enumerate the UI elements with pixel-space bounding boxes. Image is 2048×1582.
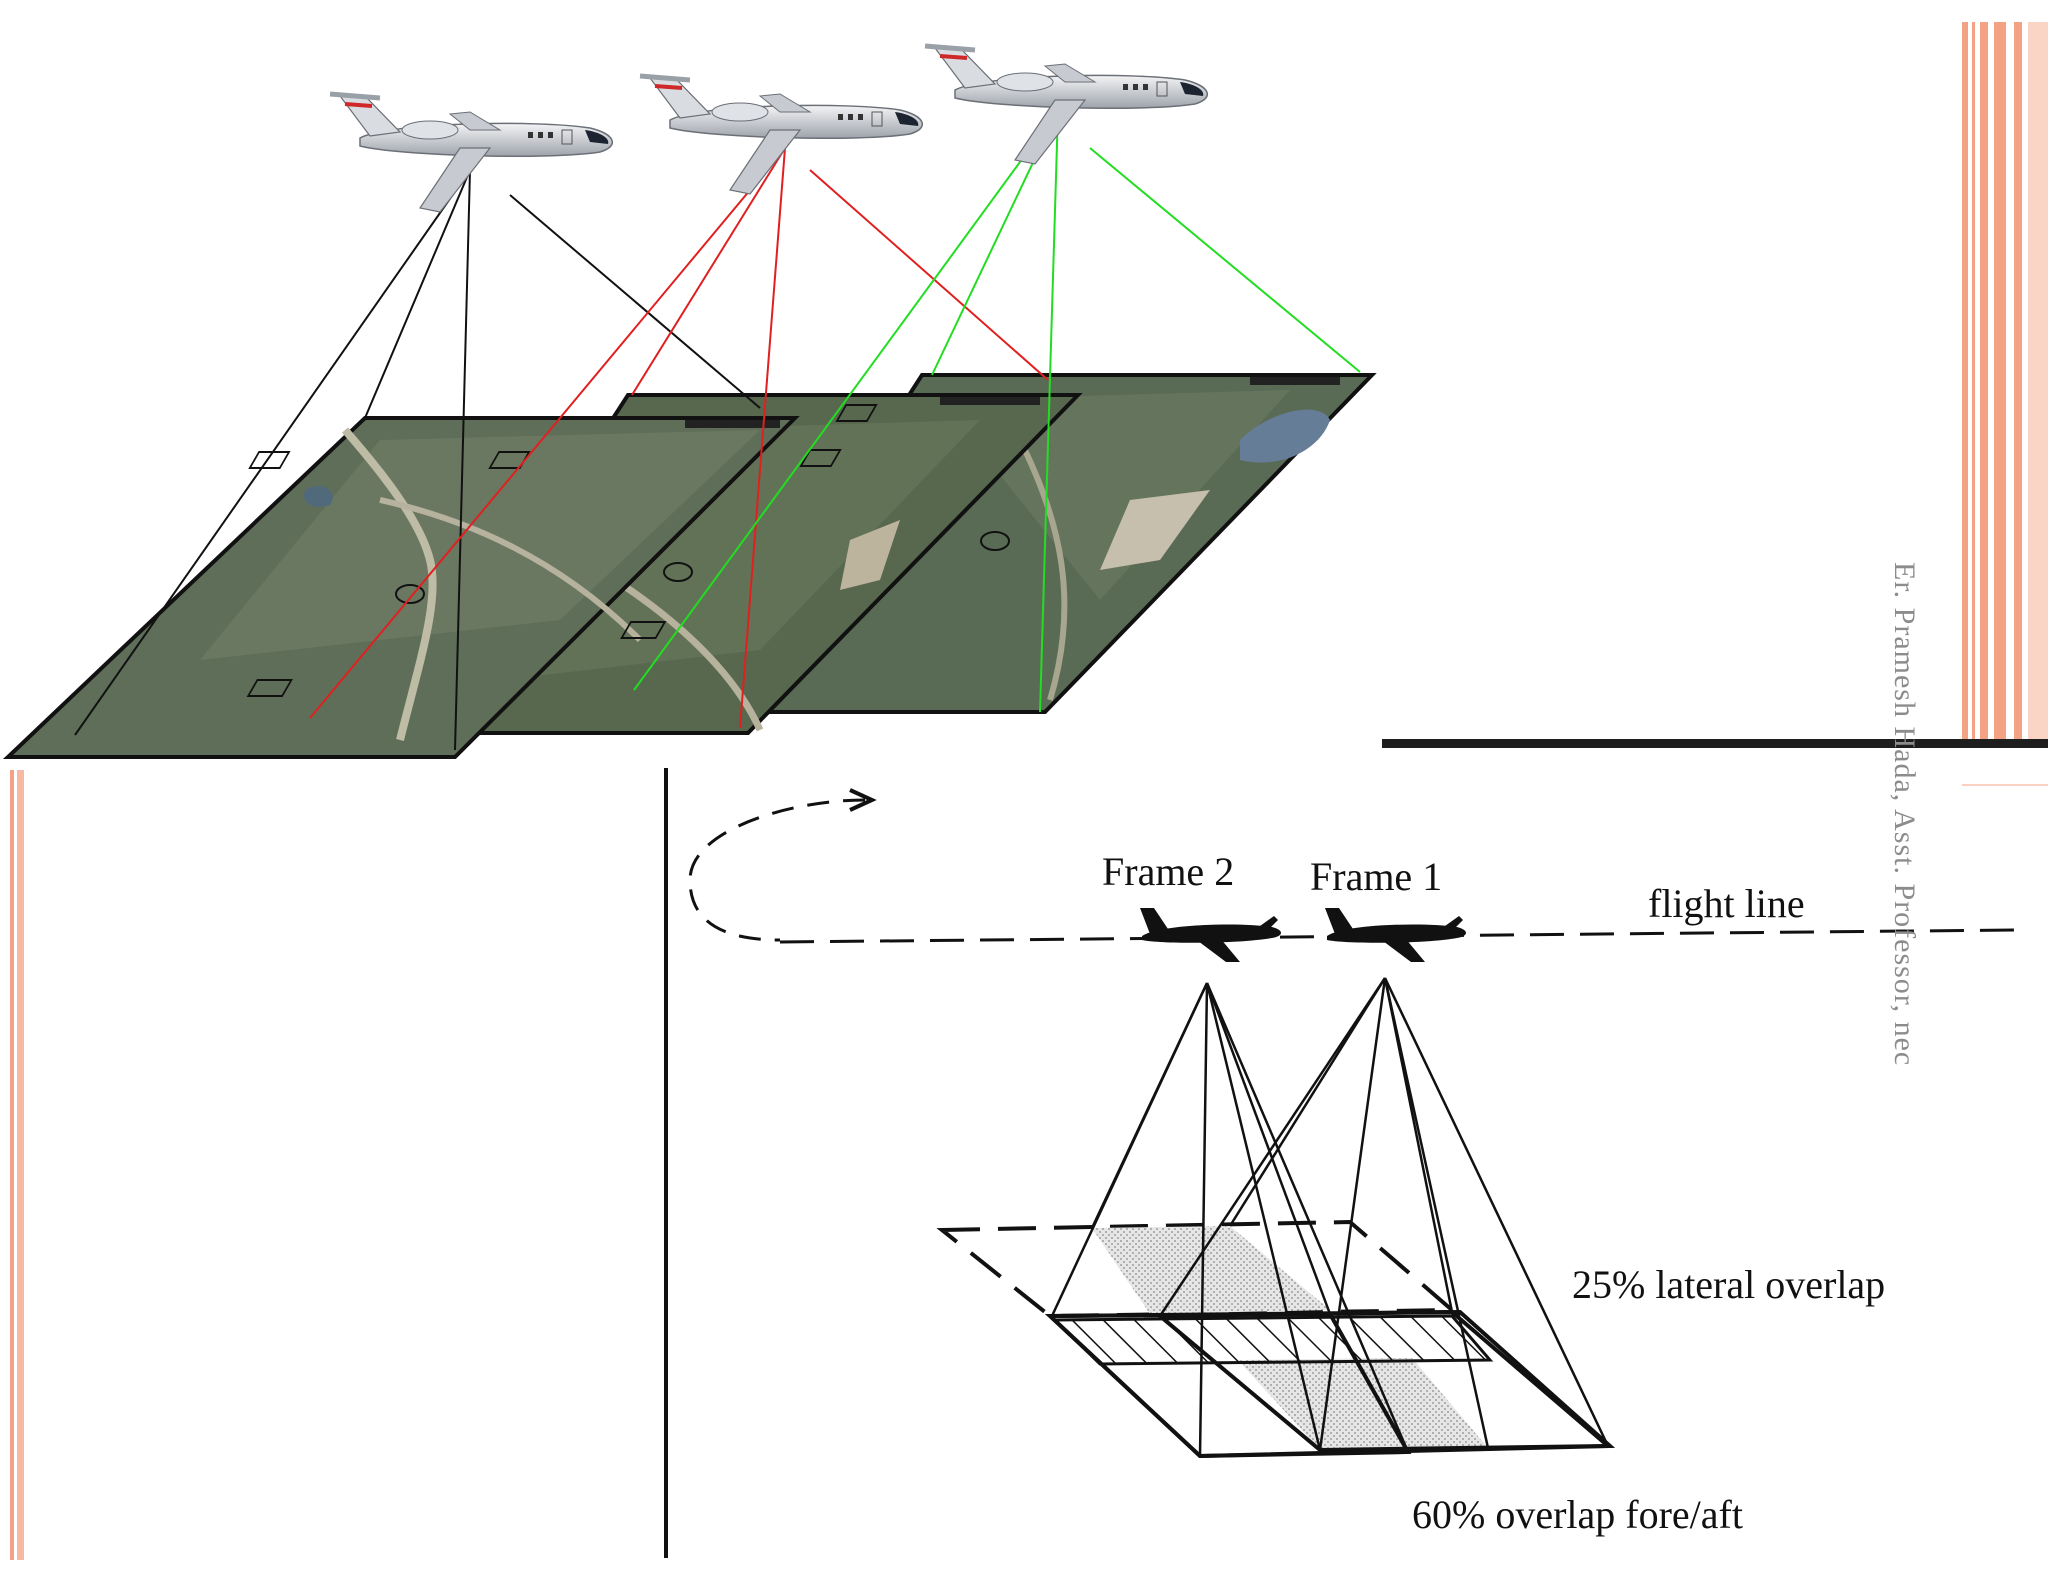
airplane-icon — [330, 94, 612, 212]
overlap-stipple-front — [1238, 1358, 1488, 1450]
frame-1-pyramid — [1158, 977, 1610, 1451]
lateral-overlap-band — [1051, 1314, 1494, 1366]
frame-1-label: Frame 1 — [1310, 854, 1442, 899]
left-stripes — [10, 770, 24, 1560]
airplane-silhouette-icon — [1325, 908, 1466, 962]
overlap-stipple-back — [1092, 1226, 1330, 1314]
airplane-icon — [925, 46, 1207, 164]
aerial-photo-diagram — [2, 46, 1377, 759]
overlap-diagram: Frame 2 Frame 1 flight line 25% lateral … — [688, 788, 2016, 1537]
right-stripes — [1962, 22, 2048, 786]
author-credit: Er. Pramesh Hada, Asst. Professor, nec — [1888, 562, 1921, 1067]
frame-2-label: Frame 2 — [1102, 849, 1234, 894]
dashed-turn-arrow-icon — [688, 798, 866, 942]
vertical-divider — [664, 768, 668, 1558]
lateral-overlap-label: 25% lateral overlap — [1572, 1262, 1885, 1307]
flight-line-label: flight line — [1648, 881, 1805, 926]
foreaft-overlap-label: 60% overlap fore/aft — [1412, 1492, 1743, 1537]
horizontal-divider — [1382, 739, 2048, 748]
frame-2-pyramid — [1050, 982, 1410, 1457]
airplane-silhouette-icon — [1140, 908, 1281, 962]
rays-plane-1 — [74, 169, 761, 751]
rays-plane-2 — [309, 147, 1049, 729]
airplane-icon — [640, 76, 922, 194]
